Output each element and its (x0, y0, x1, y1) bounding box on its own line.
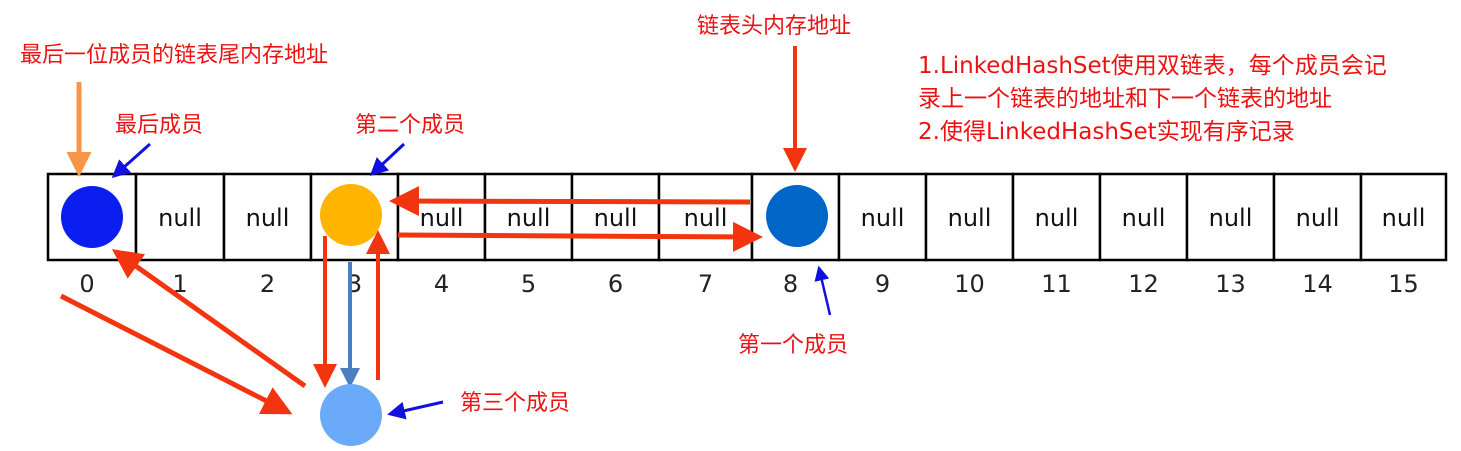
index-label: 7 (698, 270, 713, 298)
index-label: 10 (954, 270, 985, 298)
array-cell (134, 172, 226, 262)
array-cell (837, 172, 928, 262)
index-label: 5 (521, 270, 536, 298)
cell-value: null (861, 204, 905, 232)
index-label: 1 (172, 270, 187, 298)
array-cell (1011, 172, 1102, 262)
index-label: 15 (1388, 270, 1419, 298)
last-member-pointer-arrow (111, 142, 151, 178)
first-to-second-arrow (389, 186, 751, 217)
second-member-pointer-arrow (369, 142, 406, 177)
cell-value: null (1035, 204, 1079, 232)
note-line-3: 2.使得LinkedHashSet实现有序记录 (918, 119, 1295, 145)
first-member-pointer-arrow (814, 265, 832, 316)
third-to-last-arrow (111, 249, 307, 389)
array-cell (570, 172, 661, 262)
hash-table-array: null null null null null null null null null null… (46, 172, 1448, 262)
index-label: 8 (783, 270, 798, 298)
third-member-label: 第三个成员 (460, 391, 570, 416)
array-cell (1359, 172, 1448, 262)
index-label: 0 (79, 270, 94, 298)
cell-value: null (684, 204, 728, 232)
cell-value: null (1209, 204, 1253, 232)
cell-value: null (507, 204, 551, 232)
array-cell (1185, 172, 1276, 262)
cell-value: null (948, 204, 992, 232)
array-cell (1098, 172, 1189, 262)
last-member-label: 最后成员 (115, 113, 203, 138)
second-member-label: 第二个成员 (355, 113, 465, 138)
index-label: 4 (434, 270, 449, 298)
first-member-label: 第一个成员 (738, 333, 848, 358)
last-member-node (61, 186, 123, 248)
index-label: 14 (1302, 270, 1333, 298)
head-address-label: 链表头内存地址 (697, 14, 851, 39)
index-label: 13 (1215, 270, 1246, 298)
second-to-first-arrow (397, 221, 763, 252)
third-member-node (320, 384, 382, 446)
array-cell (222, 172, 313, 262)
index-label: 2 (260, 270, 275, 298)
last-to-third-arrow (59, 293, 293, 415)
third-member-pointer-arrow (387, 400, 444, 420)
tail-address-label: 最后一位成员的链表尾内存地址 (20, 43, 328, 68)
array-cell (483, 172, 574, 262)
index-label: 12 (1128, 270, 1159, 298)
index-label: 9 (875, 270, 890, 298)
note-line-2: 录上一个链表的地址和下一个链表的地址 (918, 86, 1332, 112)
cell-value: null (1296, 204, 1340, 232)
cell-value: null (158, 204, 202, 232)
index-label: 6 (608, 270, 623, 298)
note-line-1: 1.LinkedHashSet使用双链表，每个成员会记 (918, 53, 1387, 79)
first-member-node (766, 185, 828, 247)
index-label: 11 (1041, 270, 1072, 298)
cell-value: null (420, 204, 464, 232)
cell-value: null (1382, 204, 1426, 232)
cell-value: null (1122, 204, 1166, 232)
cell-value: null (246, 204, 290, 232)
second-member-node (320, 184, 382, 246)
cell-value: null (594, 204, 638, 232)
